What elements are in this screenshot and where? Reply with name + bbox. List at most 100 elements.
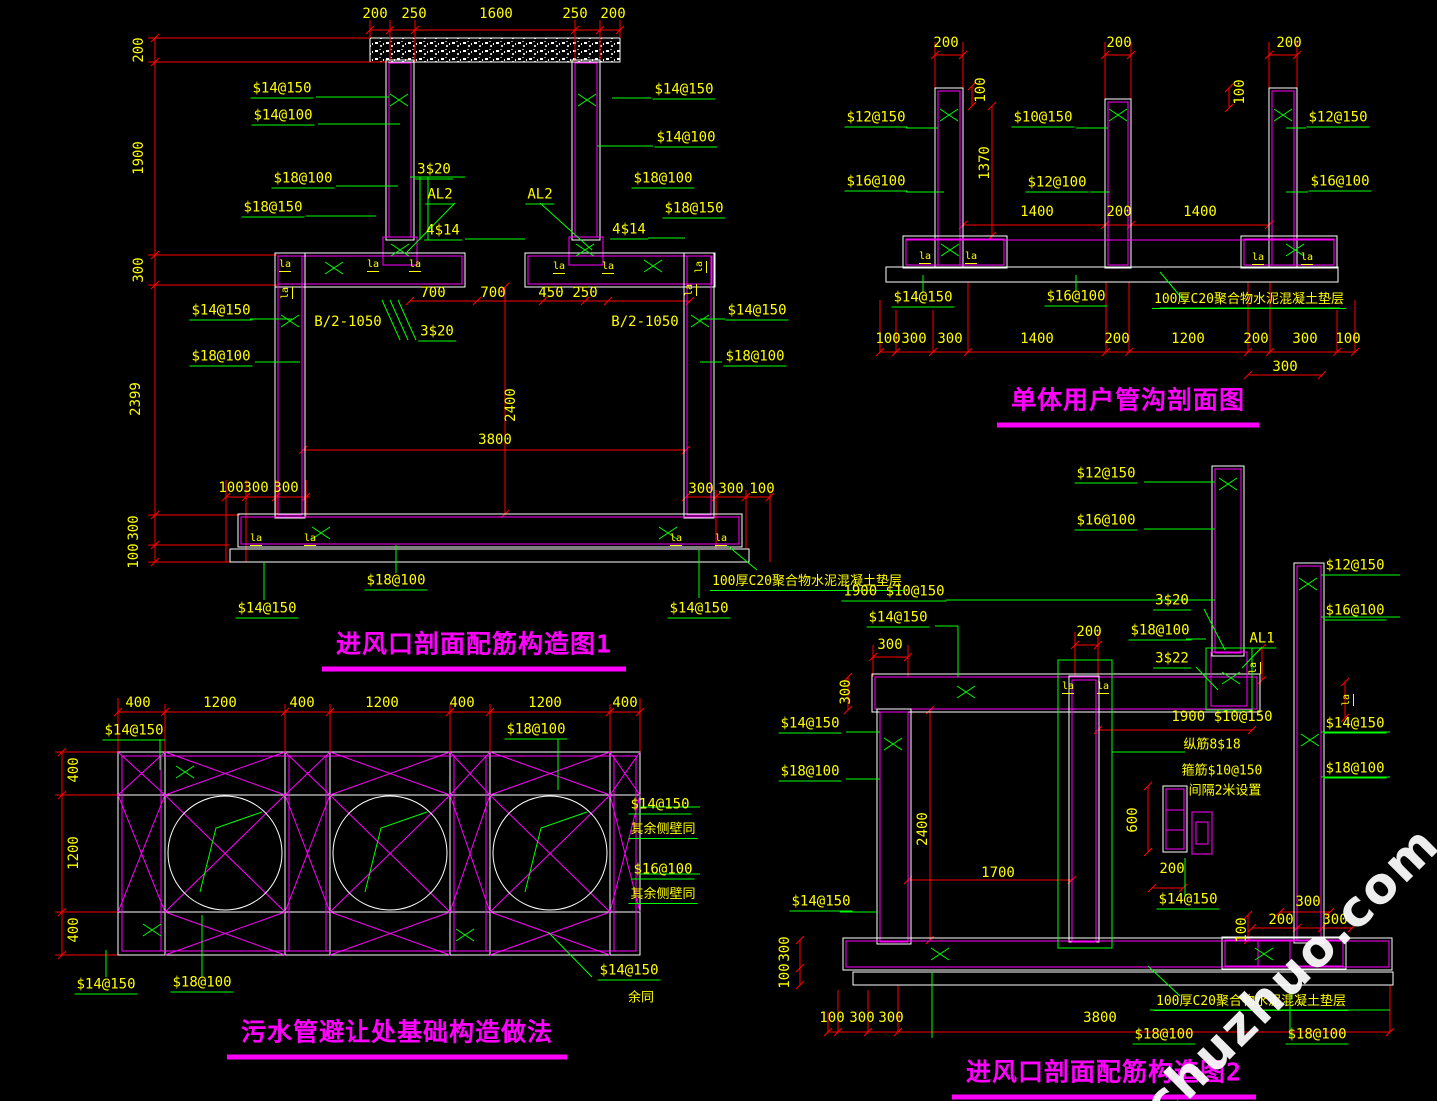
cad-label: 1400 (1020, 331, 1054, 347)
cad-label: $16@100 (844, 173, 908, 192)
cad-label: $14@150 (1323, 715, 1387, 734)
cad-label: 300 (243, 480, 269, 496)
cad-label: $18@100 (1132, 1026, 1196, 1045)
cad-label: $14@150 (628, 796, 692, 815)
cad-label: $18@150 (241, 199, 305, 218)
cad-label: $14@150 (1156, 891, 1220, 910)
cad-label: 箍筋$10@150 (1181, 763, 1263, 779)
cad-label: $12@150 (844, 109, 908, 128)
cad-label: 200 (1106, 204, 1132, 220)
cad-label: 400 (612, 695, 638, 711)
cad-label: 100厚C20聚合物水泥混凝土垫层 (710, 574, 904, 591)
cad-label: 300 (901, 331, 927, 347)
cad-label: 1900 $10@150 (1171, 709, 1273, 725)
cad-label: $14@150 (891, 289, 955, 308)
cad-label: $18@100 (364, 572, 428, 591)
anchorage-label: la (552, 261, 566, 274)
cad-label: $14@150 (667, 600, 731, 619)
anchorage-label: la (1061, 681, 1075, 694)
cad-label: $18@100 (723, 348, 787, 367)
cad-label: 间隔2米设置 (1188, 783, 1262, 799)
cad-label: 200 (600, 6, 626, 22)
cad-label: 3$20 (418, 323, 456, 342)
cad-label: $18@100 (189, 348, 253, 367)
cad-label: 250 (572, 285, 598, 301)
anchorage-label: la (1248, 661, 1261, 675)
drawing1-linework (148, 20, 775, 600)
cad-label: $18@100 (631, 170, 695, 189)
cad-label: $18@150 (662, 200, 726, 219)
cad-label: $14@150 (866, 609, 930, 628)
cad-label: 1900 $10@150 (841, 583, 947, 602)
cad-label: $18@100 (1128, 622, 1192, 641)
cad-label: 700 (420, 285, 446, 301)
cad-label: 100 (749, 481, 775, 497)
anchorage-label: la (684, 283, 697, 297)
drawing2-linework (875, 42, 1360, 380)
anchorage-label: la (694, 260, 707, 274)
cad-label: 100 (1234, 917, 1250, 943)
cad-label: $14@150 (725, 302, 789, 321)
cad-label: 300 (777, 936, 793, 962)
cad-label: $14@150 (74, 976, 138, 995)
cad-label: $14@150 (597, 962, 661, 981)
cad-label: $14@150 (789, 893, 853, 912)
cad-label: 200 (1276, 35, 1302, 51)
cad-label: 1200 (203, 695, 237, 711)
cad-label: 400 (66, 917, 82, 943)
anchorage-label: la (278, 259, 292, 272)
cad-label: 200 (362, 6, 388, 22)
cad-label: 1370 (977, 146, 993, 180)
cad-label: 300 (131, 257, 147, 283)
cad-label: AL2 (525, 186, 555, 205)
cad-label: 300 (1272, 359, 1298, 375)
cad-label: 300 (1322, 912, 1348, 928)
cad-label: 1200 (1171, 331, 1205, 347)
cad-label: 2399 (128, 382, 144, 416)
cad-label: $16@100 (1044, 288, 1108, 307)
cad-label: 300 (126, 515, 142, 541)
cad-label: AL1 (1247, 630, 1277, 649)
cad-label: $14@150 (189, 302, 253, 321)
cad-label: 纵筋8$18 (1183, 737, 1241, 753)
cad-label: $14@150 (652, 81, 716, 100)
cad-label: 200 (131, 37, 147, 63)
cad-label: 1700 (981, 865, 1015, 881)
cad-label: 100 (1335, 331, 1361, 347)
cad-label: B/2-1050 (314, 314, 382, 330)
anchorage-label: la (964, 251, 978, 264)
cad-label: 余同 (627, 990, 655, 1006)
cad-label: $18@100 (1285, 1026, 1349, 1045)
anchorage-label: la (366, 259, 380, 272)
cad-label: B/2-1050 (611, 314, 679, 330)
cad-label: 250 (401, 6, 427, 22)
cad-label: 600 (1125, 807, 1141, 833)
anchorage-label: la (669, 533, 683, 546)
drawing3-linework (55, 698, 700, 978)
cad-label: 450 (538, 285, 564, 301)
cad-label: 3$20 (415, 161, 453, 180)
cad-label: $14@150 (102, 722, 166, 741)
anchorage-label: la (408, 259, 422, 272)
cad-label: $18@100 (1323, 760, 1387, 779)
cad-label: $14@150 (250, 80, 314, 99)
cad-label: 100 (777, 963, 793, 989)
cad-label: 300 (877, 637, 903, 653)
cad-label: $14@100 (251, 107, 315, 126)
cad-label: $16@100 (1308, 173, 1372, 192)
cad-label: 200 (1106, 35, 1132, 51)
cad-label: 3800 (1083, 1010, 1117, 1026)
cad-label: 100 (1232, 79, 1248, 105)
cad-label: 250 (562, 6, 588, 22)
anchorage-label: la (1341, 693, 1354, 707)
anchorage-label: la (1096, 681, 1110, 694)
cad-label: 1200 (365, 695, 399, 711)
cad-label: 300 (1295, 894, 1321, 910)
cad-label: $14@150 (235, 600, 299, 619)
cad-label: $18@100 (778, 763, 842, 782)
cad-label: 其余侧壁同 (628, 822, 698, 839)
cad-label: 2400 (503, 388, 519, 422)
cad-label: 4$14 (610, 221, 648, 240)
